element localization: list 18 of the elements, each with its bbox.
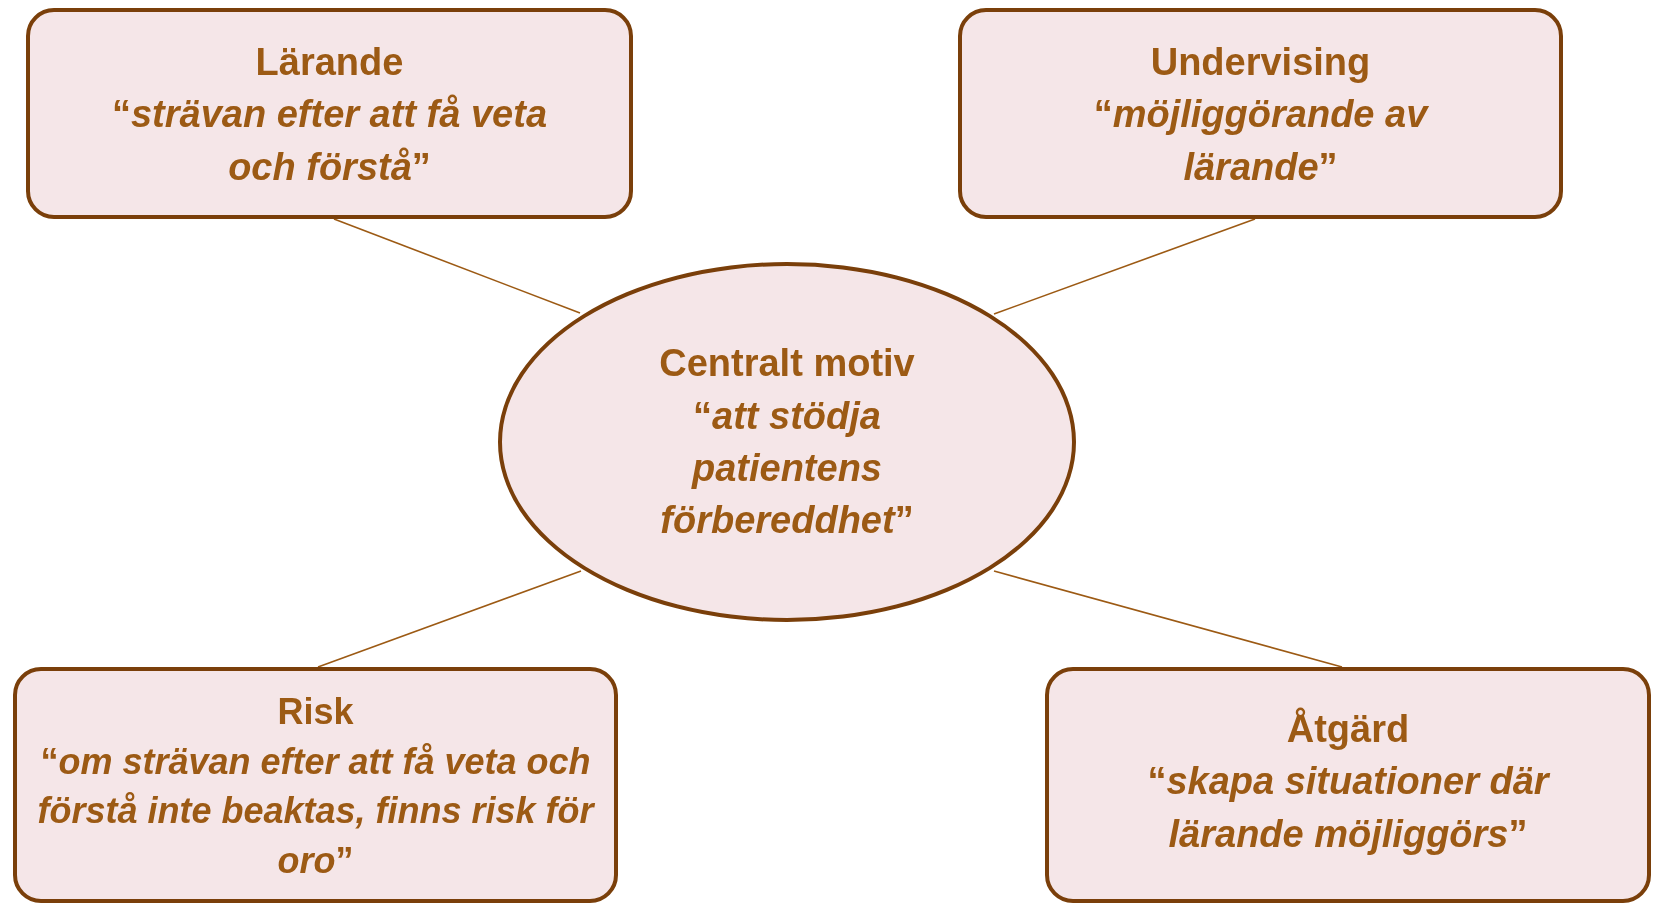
- node-heading: Risk: [277, 690, 354, 734]
- connector-line: [993, 570, 1343, 668]
- node-quote: “att stödja patientens förbereddhet”: [659, 393, 915, 544]
- rounded-box: [1045, 667, 1651, 903]
- node-quote: “skapa situationer där lärande möjliggörs”: [1146, 759, 1552, 857]
- rounded-box: [958, 8, 1563, 219]
- node-quote: “strävan efter att få veta och förstå”: [110, 92, 549, 190]
- node-heading: Åtgärd: [1286, 706, 1410, 752]
- connector-line: [993, 218, 1256, 315]
- node-quote: “om strävan efter att få veta och förstå inte beaktas, finns risk för oro”: [36, 739, 596, 883]
- node-heading: Undervising: [1150, 40, 1371, 85]
- rounded-box: [13, 667, 618, 903]
- connector-line: [317, 570, 582, 668]
- connector-line: [333, 218, 581, 314]
- node-heading: Lärande: [255, 40, 404, 85]
- node-quote: “möjliggörande av lärande”: [1092, 92, 1430, 190]
- rounded-box: [26, 8, 633, 219]
- node-heading: Centralt motiv: [659, 341, 915, 387]
